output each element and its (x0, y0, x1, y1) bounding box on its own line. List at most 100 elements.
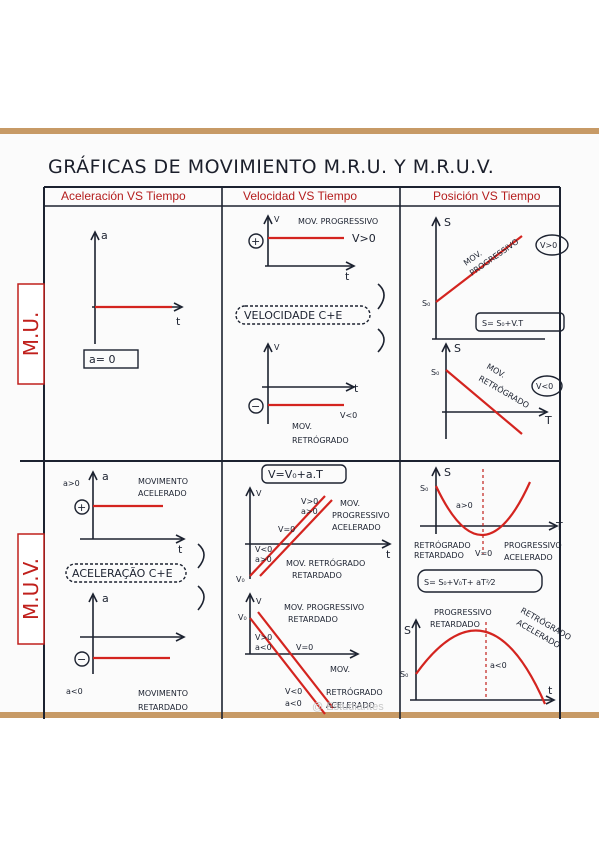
muv-acc-neg-axis-y: a (102, 592, 109, 605)
muv-pos-down-left1: PROGRESSIVO (434, 608, 492, 617)
muv-vel-up-label5: RETARDADO (292, 571, 342, 580)
muv-vel-down-label3: MOV. (330, 665, 350, 674)
muv-pos-up-mid: V=0 (475, 549, 492, 558)
mu-vel-neg-sign: − (251, 400, 260, 413)
muv-vel-up-tag3: V<0 (255, 545, 272, 554)
mu-pos-pos-axis-y: S (444, 216, 451, 229)
mu-pos-pos-s0: S₀ (422, 299, 430, 308)
muv-pos-up-right1: PROGRESSIVO (504, 541, 562, 550)
row-label-muv: M.U.V. (17, 533, 45, 645)
mu-pos-pos-cond: V>0 (540, 241, 557, 250)
mu-vel-neg-cond: V<0 (340, 411, 357, 420)
muv-vel-down-veq: V=0 (296, 643, 313, 652)
muv-acceleration-negative-graph: a − a<0 MOVIMENTO RETARDADO (66, 592, 188, 712)
muv-position-down-graph: S t S₀ a<0 PROGRESSIVO RETARDADO RETRÓGR… (400, 604, 574, 705)
mu-pos-neg-s0: S₀ (431, 368, 439, 377)
muv-acc-pos-cond: a>0 (63, 479, 80, 488)
mu-vel-pos-label: MOV. PROGRESSIVO (298, 217, 378, 226)
muv-pos-up-s0: S₀ (420, 484, 428, 493)
mu-vel-pos-sign: + (251, 235, 260, 248)
mu-vel-pos-axis-x: t (345, 270, 350, 283)
muv-vel-up-label1: MOV. (340, 499, 360, 508)
muv-vel-up-axis-x: t (386, 548, 391, 561)
mu-velocity-positive-graph: + V MOV. PROGRESSIVO V>0 t (248, 214, 378, 283)
muv-velocity-down-graph: V V₀ V>0 a<0 V=0 V<0 a<0 MOV. PROGRESSIV… (238, 592, 383, 715)
mu-acc-axis-x: t (176, 315, 181, 328)
mu-velocity-constant-box: VELOCIDADE C+E (235, 283, 385, 353)
row-label-mu-text: M.U. (19, 312, 43, 357)
mu-vel-neg-axis-y: V (274, 343, 280, 352)
muv-vel-up-label2: PROGRESSIVO (332, 511, 390, 520)
muv-pos-up-right2: ACELERADO (504, 553, 553, 562)
muv-vel-up-v0: V₀ (236, 575, 245, 584)
muv-acceleration-constant-box: ACELERAÇÃO C+E (65, 543, 205, 611)
mu-acc-box: a= 0 (89, 353, 115, 366)
muv-vel-up-label3: ACELERADO (332, 523, 381, 532)
muv-acc-pos-label2: ACELERADO (138, 489, 187, 498)
muv-vel-down-v0: V₀ (238, 613, 247, 622)
column-header-acceleration: Aceleración VS Tiempo (61, 189, 186, 203)
mu-velocity-negative-graph: − V t V<0 MOV. RETRÓGRADO (248, 342, 359, 445)
muv-vel-up-tag4: a>0 (255, 555, 272, 564)
mu-vel-neg-label2: RETRÓGRADO (292, 434, 349, 445)
muv-position-formula: S= S₀+V₀T+ aT²⁄2 (417, 569, 543, 593)
muv-acc-pos-sign: + (77, 501, 86, 514)
muv-pos-up-cond: a>0 (456, 501, 473, 510)
muv-vel-down-tag2: a<0 (255, 643, 272, 652)
muv-pos-up-left2: RETARDADO (414, 551, 464, 560)
mu-vel-box: VELOCIDADE C+E (244, 309, 342, 322)
mu-vel-pos-cond: V>0 (352, 232, 376, 245)
muv-acc-neg-label2: RETARDADO (138, 703, 188, 712)
muv-vel-down-tag1: V>0 (255, 633, 272, 642)
mu-vel-neg-label1: MOV. (292, 422, 312, 431)
muv-pos-down-left2: RETARDADO (430, 620, 480, 629)
row-label-muv-text: M.U.V. (19, 558, 43, 620)
mu-vel-neg-axis-x: t (354, 382, 359, 395)
muv-vel-down-tag4: a<0 (285, 699, 302, 708)
row-label-mu: M.U. (17, 283, 45, 385)
muv-vel-up-axis-y: V (256, 489, 262, 498)
muv-vel-formula: V=V₀+a.T (268, 468, 323, 481)
muv-pos-up-left1: RETRÓGRADO (414, 539, 471, 550)
muv-acc-pos-label1: MOVIMENTO (138, 477, 188, 486)
muv-vel-down-tag3: V<0 (285, 687, 302, 696)
muv-acceleration-positive-graph: a>0 a + MOVIMENTO ACELERADO t (63, 470, 188, 556)
muv-acc-neg-cond: a<0 (66, 687, 83, 696)
mu-pos-neg-axis-x: T (544, 414, 552, 427)
muv-vel-up-tag1: V>0 (301, 497, 318, 506)
mu-position-positive-graph: S S₀ MOV. PROGRESSIVO V>0 S= S₀+V.T (422, 216, 569, 340)
muv-vel-down-label5: ACELERADO (326, 701, 375, 710)
muv-velocity-formula: V=V₀+a.T (261, 464, 347, 484)
muv-acc-neg-sign: − (77, 653, 86, 666)
muv-velocity-up-graph: V t V₀ V>0 a>0 V<0 a>0 V=0 MOV. PROGRESS… (236, 486, 392, 584)
muv-acc-box: ACELERAÇÃO C+E (72, 567, 173, 580)
muv-pos-down-axis-y: S (404, 624, 411, 637)
mu-acceleration-graph: a t a= 0 (83, 229, 184, 369)
muv-acc-pos-axis-y: a (102, 470, 109, 483)
muv-vel-down-label4: RETRÓGRADO (326, 686, 383, 697)
muv-vel-up-label4: MOV. RETRÓGRADO (286, 557, 365, 568)
muv-position-up-graph: S T S₀ a>0 RETRÓGRADO RETARDADO V=0 PROG… (414, 466, 563, 562)
muv-pos-up-axis-x: T (555, 520, 563, 533)
mu-pos-neg-cond: V<0 (536, 382, 553, 391)
column-header-velocity: Velocidad VS Tiempo (243, 189, 357, 203)
muv-vel-up-veq: V=0 (278, 525, 295, 534)
muv-acc-pos-axis-x: t (178, 543, 183, 556)
watermark: @ Estudiantes (312, 701, 384, 713)
mu-pos-pos-formula: S= S₀+V.T (482, 319, 523, 328)
mu-position-negative-graph: S T S₀ MOV. RETRÓGRADO V<0 (431, 342, 563, 439)
muv-vel-up-tag2: a>0 (301, 507, 318, 516)
muv-pos-down-axis-x: t (548, 684, 553, 697)
page-title: GRÁFICAS DE MOVIMIENTO M.R.U. Y M.R.U.V. (48, 155, 494, 178)
muv-pos-down-s0: S₀ (400, 670, 408, 679)
muv-pos-formula: S= S₀+V₀T+ aT²⁄2 (424, 578, 496, 587)
mu-vel-pos-axis-y: V (274, 215, 280, 224)
mu-pos-neg-axis-y: S (454, 342, 461, 355)
muv-pos-down-cond: a<0 (490, 661, 507, 670)
grid-frame (20, 186, 561, 719)
mu-acc-axis-y: a (101, 229, 108, 242)
muv-vel-down-label2: RETARDADO (288, 615, 338, 624)
whiteboard: GRÁFICAS DE MOVIMIENTO M.R.U. Y M.R.U.V.… (0, 128, 599, 719)
column-header-position: Posición VS Tiempo (433, 189, 541, 203)
muv-pos-up-axis-y: S (444, 466, 451, 479)
